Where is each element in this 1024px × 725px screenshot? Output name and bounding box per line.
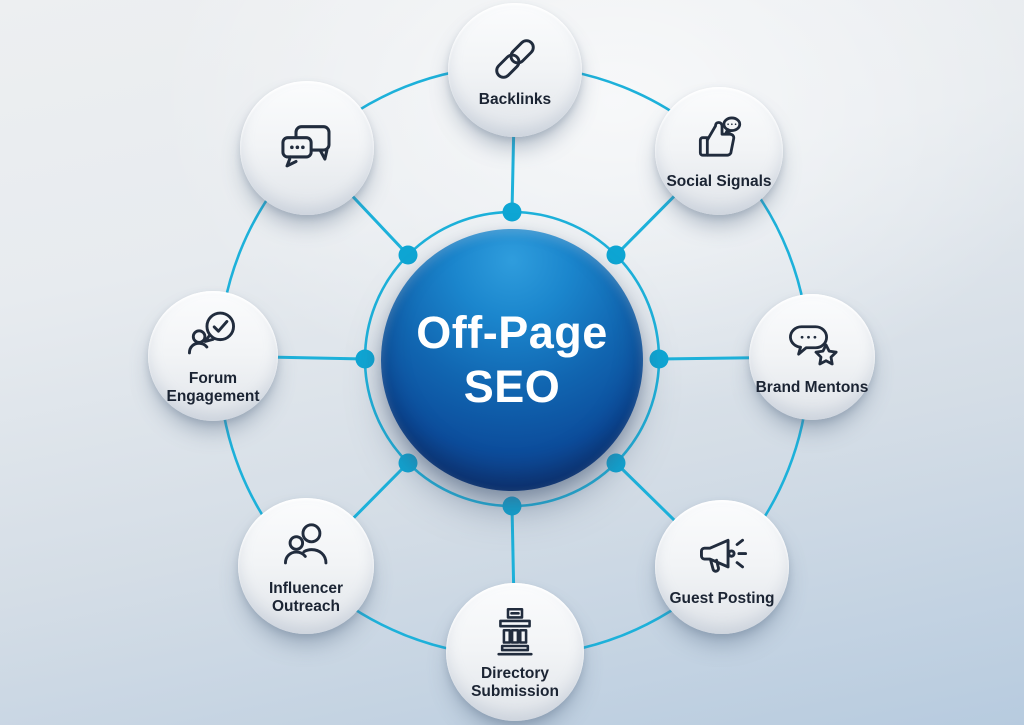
node-directory-submission: Directory Submission [446, 583, 584, 721]
node-forum-engagement: Forum Engagement [148, 291, 278, 421]
chain-link-icon [488, 32, 542, 86]
node-label: Directory Submission [471, 664, 559, 700]
node-label: Influencer Outreach [268, 579, 344, 615]
node-influencer-outreach: Influencer Outreach [238, 498, 374, 634]
node-guest-posting: Guest Posting [655, 500, 789, 634]
node-brand-mentions: Brand Mentons [749, 294, 875, 420]
node-label: Forum Engagement [166, 369, 260, 405]
node-chat [240, 81, 374, 215]
speech-bubble-star-icon [784, 318, 840, 374]
thumbs-up-comment-icon [691, 112, 747, 168]
node-social-signals: Social Signals [655, 87, 783, 215]
node-label: Guest Posting [669, 589, 775, 607]
bank-building-icon [487, 604, 543, 660]
hub-title: Off-Page SEO [416, 306, 608, 414]
hub-off-page-seo: Off-Page SEO [381, 229, 643, 491]
person-check-bubble-icon [184, 307, 242, 365]
two-people-icon [277, 517, 335, 575]
node-backlinks: Backlinks [448, 3, 582, 137]
chat-bubbles-icon [274, 115, 340, 181]
node-label: Backlinks [478, 90, 552, 108]
junction-dots [355, 202, 669, 516]
megaphone-icon [693, 527, 751, 585]
hub-title-line1: Off-Page [416, 307, 608, 358]
node-label: Brand Mentons [755, 378, 869, 396]
node-label: Social Signals [666, 172, 772, 190]
hub-title-line2: SEO [463, 361, 561, 412]
